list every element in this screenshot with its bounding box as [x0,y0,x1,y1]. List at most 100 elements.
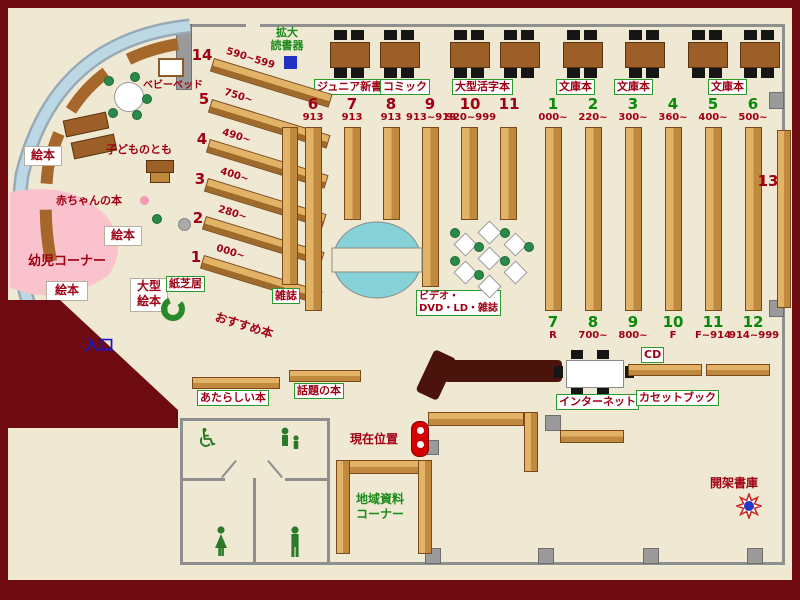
chair [384,30,397,40]
infant-corner-label: 幼児コーナー [28,254,107,269]
genre-label-large-print: 大型活字本 [452,79,513,95]
diagonal-shelf-number: 3 [194,170,206,188]
entrance-block [8,300,178,428]
chair [521,68,534,78]
reading-table [740,42,780,68]
carrel-chair [500,256,510,266]
reading-table [380,42,420,68]
open-stacks-star-icon [736,493,762,519]
stack-range: F [669,330,677,341]
kids-chair [104,76,114,86]
chair [554,366,563,378]
diagonal-shelf-number: 14 [191,46,213,64]
chair [584,30,597,40]
stack-shelf-11 [500,127,517,220]
kids-round-table [114,82,144,112]
stack-number: 4 [667,95,679,113]
magazine-label: 雑誌 [272,288,300,304]
open-stacks-label: 開架書庫 [710,476,759,490]
picture-book-label-3: 絵本 [46,281,88,301]
stack-shelf-9 [422,127,439,287]
diagonal-shelf-number: 1 [190,248,202,266]
entrance-label: 入口 [84,336,115,354]
stack-range: 913 [380,112,402,123]
stack-shelf-8 [383,127,400,220]
shelf-low-3 [560,430,624,443]
reading-table [563,42,603,68]
baby-care-icon [281,427,299,449]
genre-label-bunko-2: 文庫本 [614,79,653,95]
stack-range: 300~ [618,112,648,123]
stack-number: 8 [385,95,397,113]
reading-table [450,42,490,68]
pillar-mid-1 [545,415,561,431]
chair [692,30,705,40]
play-ball-green [152,214,162,224]
magnifier-device-icon [284,56,297,69]
chair [692,68,705,78]
stack-number: 10 [459,95,481,113]
cd-shelf [628,364,702,376]
stack-shelf-r6 [745,127,762,311]
reading-table [625,42,665,68]
kids-chair [130,72,140,82]
chair [761,30,774,40]
chair [471,68,484,78]
magnifier-label: 拡大 読書器 [270,26,304,52]
womens-restroom-icon [215,526,227,556]
shelf-low-1 [428,412,524,426]
restroom-wall [327,418,330,565]
restroom-wall [285,478,327,481]
chair [709,68,722,78]
kodomo-no-tomo-label: 子どものとも [106,143,172,156]
stack-number: 11 [498,95,520,113]
stack-number: 6 [747,95,759,113]
stack-shelf-r4 [665,127,682,311]
stack-shelf-6 [305,127,322,311]
restroom-wall [180,418,330,421]
cassette-label: カセットブック [636,390,719,406]
stack-number: 7 [547,313,559,331]
kids-chair [108,108,118,118]
chair [334,68,347,78]
stack-range: 913 [341,112,363,123]
wall-top-b [260,24,784,27]
new-books-shelf [192,377,280,389]
genre-label-bunko-1: 文庫本 [556,79,595,95]
diagonal-shelf-number: 2 [192,209,204,227]
stack-number: 11 [702,313,724,331]
restroom-wall [180,418,183,565]
chair [401,68,414,78]
pillar-right-1 [769,92,784,109]
stack-range: 700~ [578,330,608,341]
chair [629,30,642,40]
cd-label: CD [641,347,665,363]
chair [744,30,757,40]
chair [334,30,347,40]
chair [597,350,609,359]
stack-range: 500~ [738,112,768,123]
local-corner-shelf-left [336,460,350,554]
stack-range: 920~999 [446,112,497,123]
carrel-chair [450,256,460,266]
topic-books-shelf [289,370,361,382]
chair [597,388,609,397]
chair [454,30,467,40]
baby-books-label: 赤ちゃんの本 [56,194,122,207]
chair [351,68,364,78]
current-position-marker [411,421,429,457]
kids-chair [132,110,142,120]
pillar-bottom-4 [747,548,763,564]
wheelchair-accessible-icon: ♿ [196,424,220,454]
infant-corner-carpet [10,189,118,296]
play-tunnel-icon [161,297,185,321]
carrel-chair [524,242,534,252]
carrel-chair [474,270,484,280]
baby-bed-label: ベビーベッド [143,80,203,91]
stack-number: 1 [547,95,559,113]
stack-number: 9 [627,313,639,331]
restroom-wall [253,478,256,565]
picture-book-label-2: 絵本 [104,226,142,246]
stack-shelf-13 [777,130,791,308]
reading-table [500,42,540,68]
